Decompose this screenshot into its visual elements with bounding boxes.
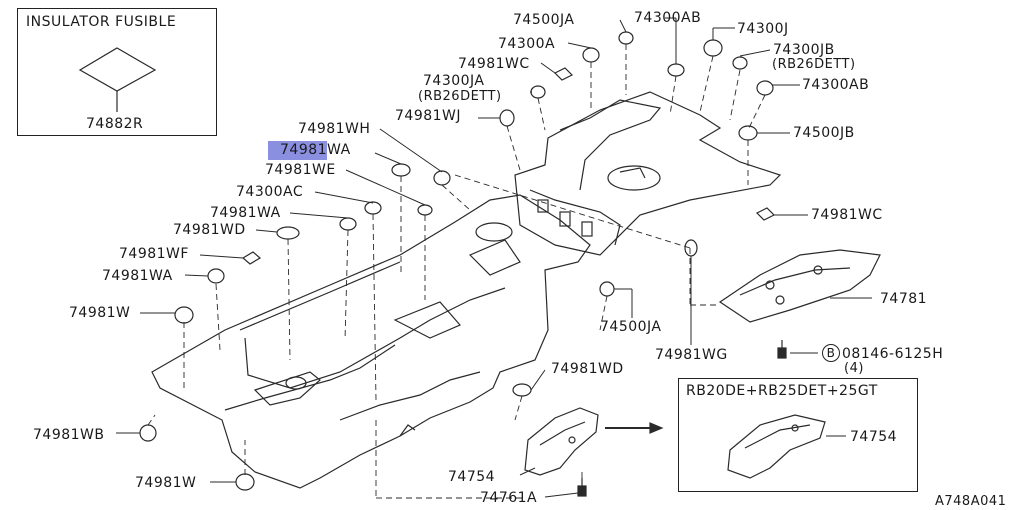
callout-74300J: 74300J: [737, 21, 789, 37]
insulator-variant-shape: [727, 414, 826, 479]
callout-74981WE: 74981WE: [265, 162, 336, 178]
callout-74981WJ: 74981WJ: [395, 108, 462, 124]
arrow-to-inset: [605, 422, 664, 434]
callout-74781: 74781: [880, 291, 928, 307]
callout-bolt-qty: (4): [844, 361, 864, 376]
callout-74981W-bottom: 74981W: [135, 475, 197, 491]
insulator-fusible-inset: [17, 8, 217, 136]
callout-74981WD-left: 74981WD: [173, 222, 246, 238]
callout-74500JA-top: 74500JA: [513, 12, 575, 28]
leader-lines: [116, 17, 872, 498]
callout-74981WH: 74981WH: [298, 121, 371, 137]
insulator-fusible-inset-graphic: [78, 47, 157, 112]
highlight-suffix: WA: [327, 142, 351, 158]
callout-74300JA: 74300JA: [423, 73, 485, 89]
callout-74300AB-right: 74300AB: [802, 77, 870, 93]
callout-74981WB: 74981WB: [33, 427, 105, 443]
insulator-74754-shape: [524, 407, 599, 476]
dashed-guides: [147, 44, 766, 499]
variant-inset: [678, 378, 918, 492]
floor-panel-shape: [151, 194, 591, 489]
insulator-74781-shape: [718, 249, 881, 323]
callout-74981W-top: 74981W: [69, 305, 131, 321]
callout-74981WF: 74981WF: [119, 246, 189, 262]
callout-74500JB: 74500JB: [793, 125, 855, 141]
callout-74500JA-mid: 74500JA: [600, 319, 662, 335]
callout-74981WC-right: 74981WC: [811, 207, 883, 223]
callout-74981WD-right: 74981WD: [551, 361, 624, 377]
callout-74300AC: 74300AC: [236, 184, 304, 200]
variant-inset-title: RB20DE+RB25DET+25GT: [686, 383, 878, 399]
callout-74300JA-note: (RB26DETT): [418, 89, 502, 104]
callout-74981WA-highlighted: 74981WA: [268, 141, 351, 160]
callout-74300JB-note: (RB26DETT): [772, 57, 856, 72]
callout-74981WA-low: 74981WA: [102, 268, 173, 284]
callout-bolt-code: 08146-6125H: [842, 346, 944, 362]
bolt-marker: B: [822, 344, 840, 362]
insulator-fusible-title: INSULATOR FUSIBLE: [26, 14, 177, 30]
callout-74761A: 74761A: [480, 490, 538, 506]
callout-74981WA-mid: 74981WA: [210, 205, 281, 221]
callout-74300A: 74300A: [498, 36, 556, 52]
callout-74300JB: 74300JB: [773, 42, 835, 58]
diagram-code: A748A041: [935, 494, 1007, 509]
bolt-parts: [577, 340, 787, 497]
callout-74754: 74754: [448, 469, 496, 485]
callout-74981WG: 74981WG: [655, 347, 728, 363]
variant-inset-part: 74754: [850, 429, 898, 445]
insulator-fusible-part: 74882R: [86, 116, 144, 132]
callout-74300AB-top: 74300AB: [634, 10, 702, 26]
rear-floor-panel-shape: [514, 91, 782, 256]
highlight-mark: 74981: [268, 141, 328, 160]
callout-74981WC-top: 74981WC: [458, 56, 530, 72]
